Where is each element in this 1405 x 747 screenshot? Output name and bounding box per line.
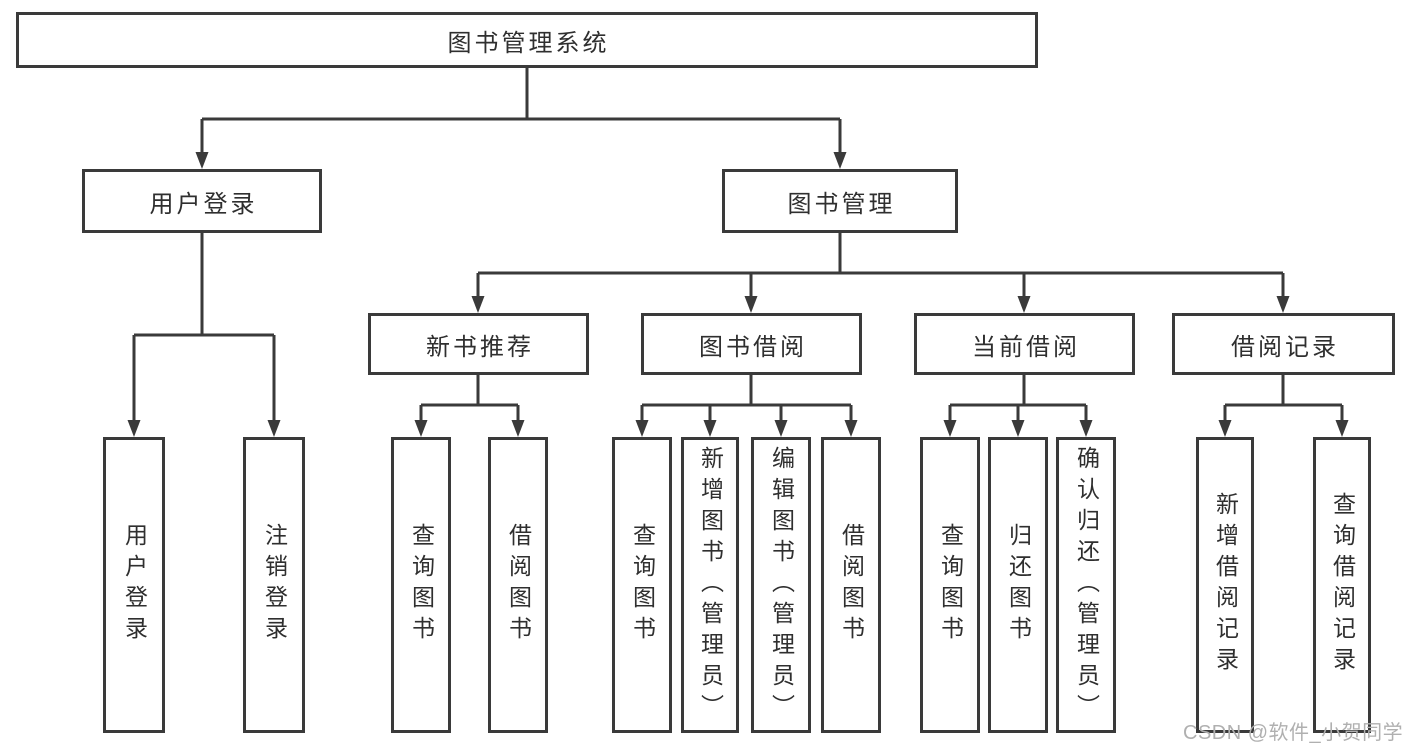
leaf-user-login-label: 用户登录 (121, 523, 148, 647)
node-current-borrow: 当前借阅 (914, 313, 1135, 375)
node-borrow-records: 借阅记录 (1172, 313, 1395, 375)
node-book-borrow-label: 图书借阅 (699, 333, 807, 361)
node-current-borrow-label: 当前借阅 (972, 333, 1080, 361)
leaf-edit-book-admin: 编辑图书（管理员） (751, 437, 811, 733)
leaf-query-books-3: 查询图书 (920, 437, 980, 733)
csdn-watermark: CSDN @软件_小贺同学 (1183, 722, 1404, 744)
leaf-add-borrow-record: 新增借阅记录 (1196, 437, 1254, 733)
connector-userlogin-to-leaves (132, 233, 276, 422)
leaf-user-login: 用户登录 (103, 437, 165, 733)
leaf-edit-book-admin-label: 编辑图书（管理员） (768, 445, 795, 725)
leaf-query-books-3-label: 查询图书 (937, 523, 964, 647)
connector-recommend-to-leaves (419, 375, 520, 422)
node-borrow-records-label: 借阅记录 (1231, 333, 1339, 361)
leaf-logout-label: 注销登录 (261, 523, 288, 647)
connector-current-to-leaves (948, 375, 1088, 422)
leaf-borrow-books-2: 借阅图书 (821, 437, 881, 733)
leaf-query-books-2-label: 查询图书 (629, 523, 656, 647)
leaf-borrow-books-2-label: 借阅图书 (838, 523, 865, 647)
leaf-query-borrow-record: 查询借阅记录 (1313, 437, 1371, 733)
node-root-system: 图书管理系统 (16, 12, 1038, 68)
node-book-management: 图书管理 (722, 169, 958, 233)
leaf-query-books-1: 查询图书 (391, 437, 451, 733)
arrowheads (127, 152, 1349, 437)
node-new-book-recommend-label: 新书推荐 (426, 333, 534, 361)
node-book-borrow: 图书借阅 (641, 313, 862, 375)
node-new-book-recommend: 新书推荐 (368, 313, 589, 375)
leaf-confirm-return-admin: 确认归还（管理员） (1056, 437, 1116, 733)
node-user-login-label: 用户登录 (149, 190, 258, 218)
leaf-query-books-1-label: 查询图书 (408, 523, 435, 647)
connector-root-to-level2 (200, 68, 842, 154)
node-root-label: 图书管理系统 (447, 29, 610, 57)
node-book-management-label: 图书管理 (787, 190, 896, 218)
leaf-return-book-label: 归还图书 (1005, 523, 1032, 647)
leaf-query-borrow-record-label: 查询借阅记录 (1329, 492, 1356, 678)
leaf-add-borrow-record-label: 新增借阅记录 (1212, 492, 1239, 678)
leaf-borrow-books-1: 借阅图书 (488, 437, 548, 733)
leaf-query-books-2: 查询图书 (612, 437, 672, 733)
connector-borrow-to-leaves (640, 375, 853, 422)
node-user-login: 用户登录 (82, 169, 322, 233)
leaf-confirm-return-admin-label: 确认归还（管理员） (1073, 445, 1100, 725)
leaf-add-book-admin: 新增图书（管理员） (681, 437, 739, 733)
leaf-logout: 注销登录 (243, 437, 305, 733)
leaf-borrow-books-1-label: 借阅图书 (505, 523, 532, 647)
leaf-add-book-admin-label: 新增图书（管理员） (697, 445, 724, 725)
connector-records-to-leaves (1223, 375, 1344, 422)
connector-bookmgmt-to-level3 (476, 233, 1285, 298)
leaf-return-book: 归还图书 (988, 437, 1048, 733)
